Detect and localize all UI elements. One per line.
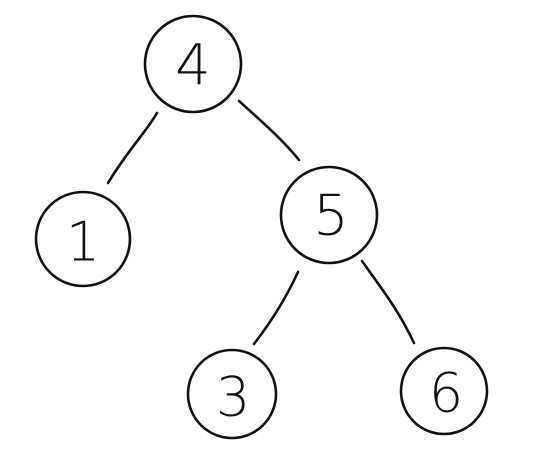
edge-4-5 [237,99,301,162]
edge-5-6 [360,259,416,345]
node-label: 4 [175,34,211,99]
edge-layer [106,99,416,346]
node-circle [399,346,489,436]
node-label: 6 [429,362,463,425]
node-circle [143,14,243,114]
tree-node-4: 4 [143,14,243,114]
node-circle [279,165,379,265]
tree-node-5: 5 [279,165,379,265]
tree-node-1: 1 [34,190,132,288]
node-label: 1 [66,211,100,274]
node-label: 5 [313,184,349,249]
edge-5-3 [252,270,300,346]
tree-node-3: 3 [186,348,278,440]
node-circle [186,348,278,440]
node-label: 3 [216,366,250,429]
tree-node-6: 6 [399,346,489,436]
node-circle [34,190,132,288]
edge-4-1 [106,111,159,185]
